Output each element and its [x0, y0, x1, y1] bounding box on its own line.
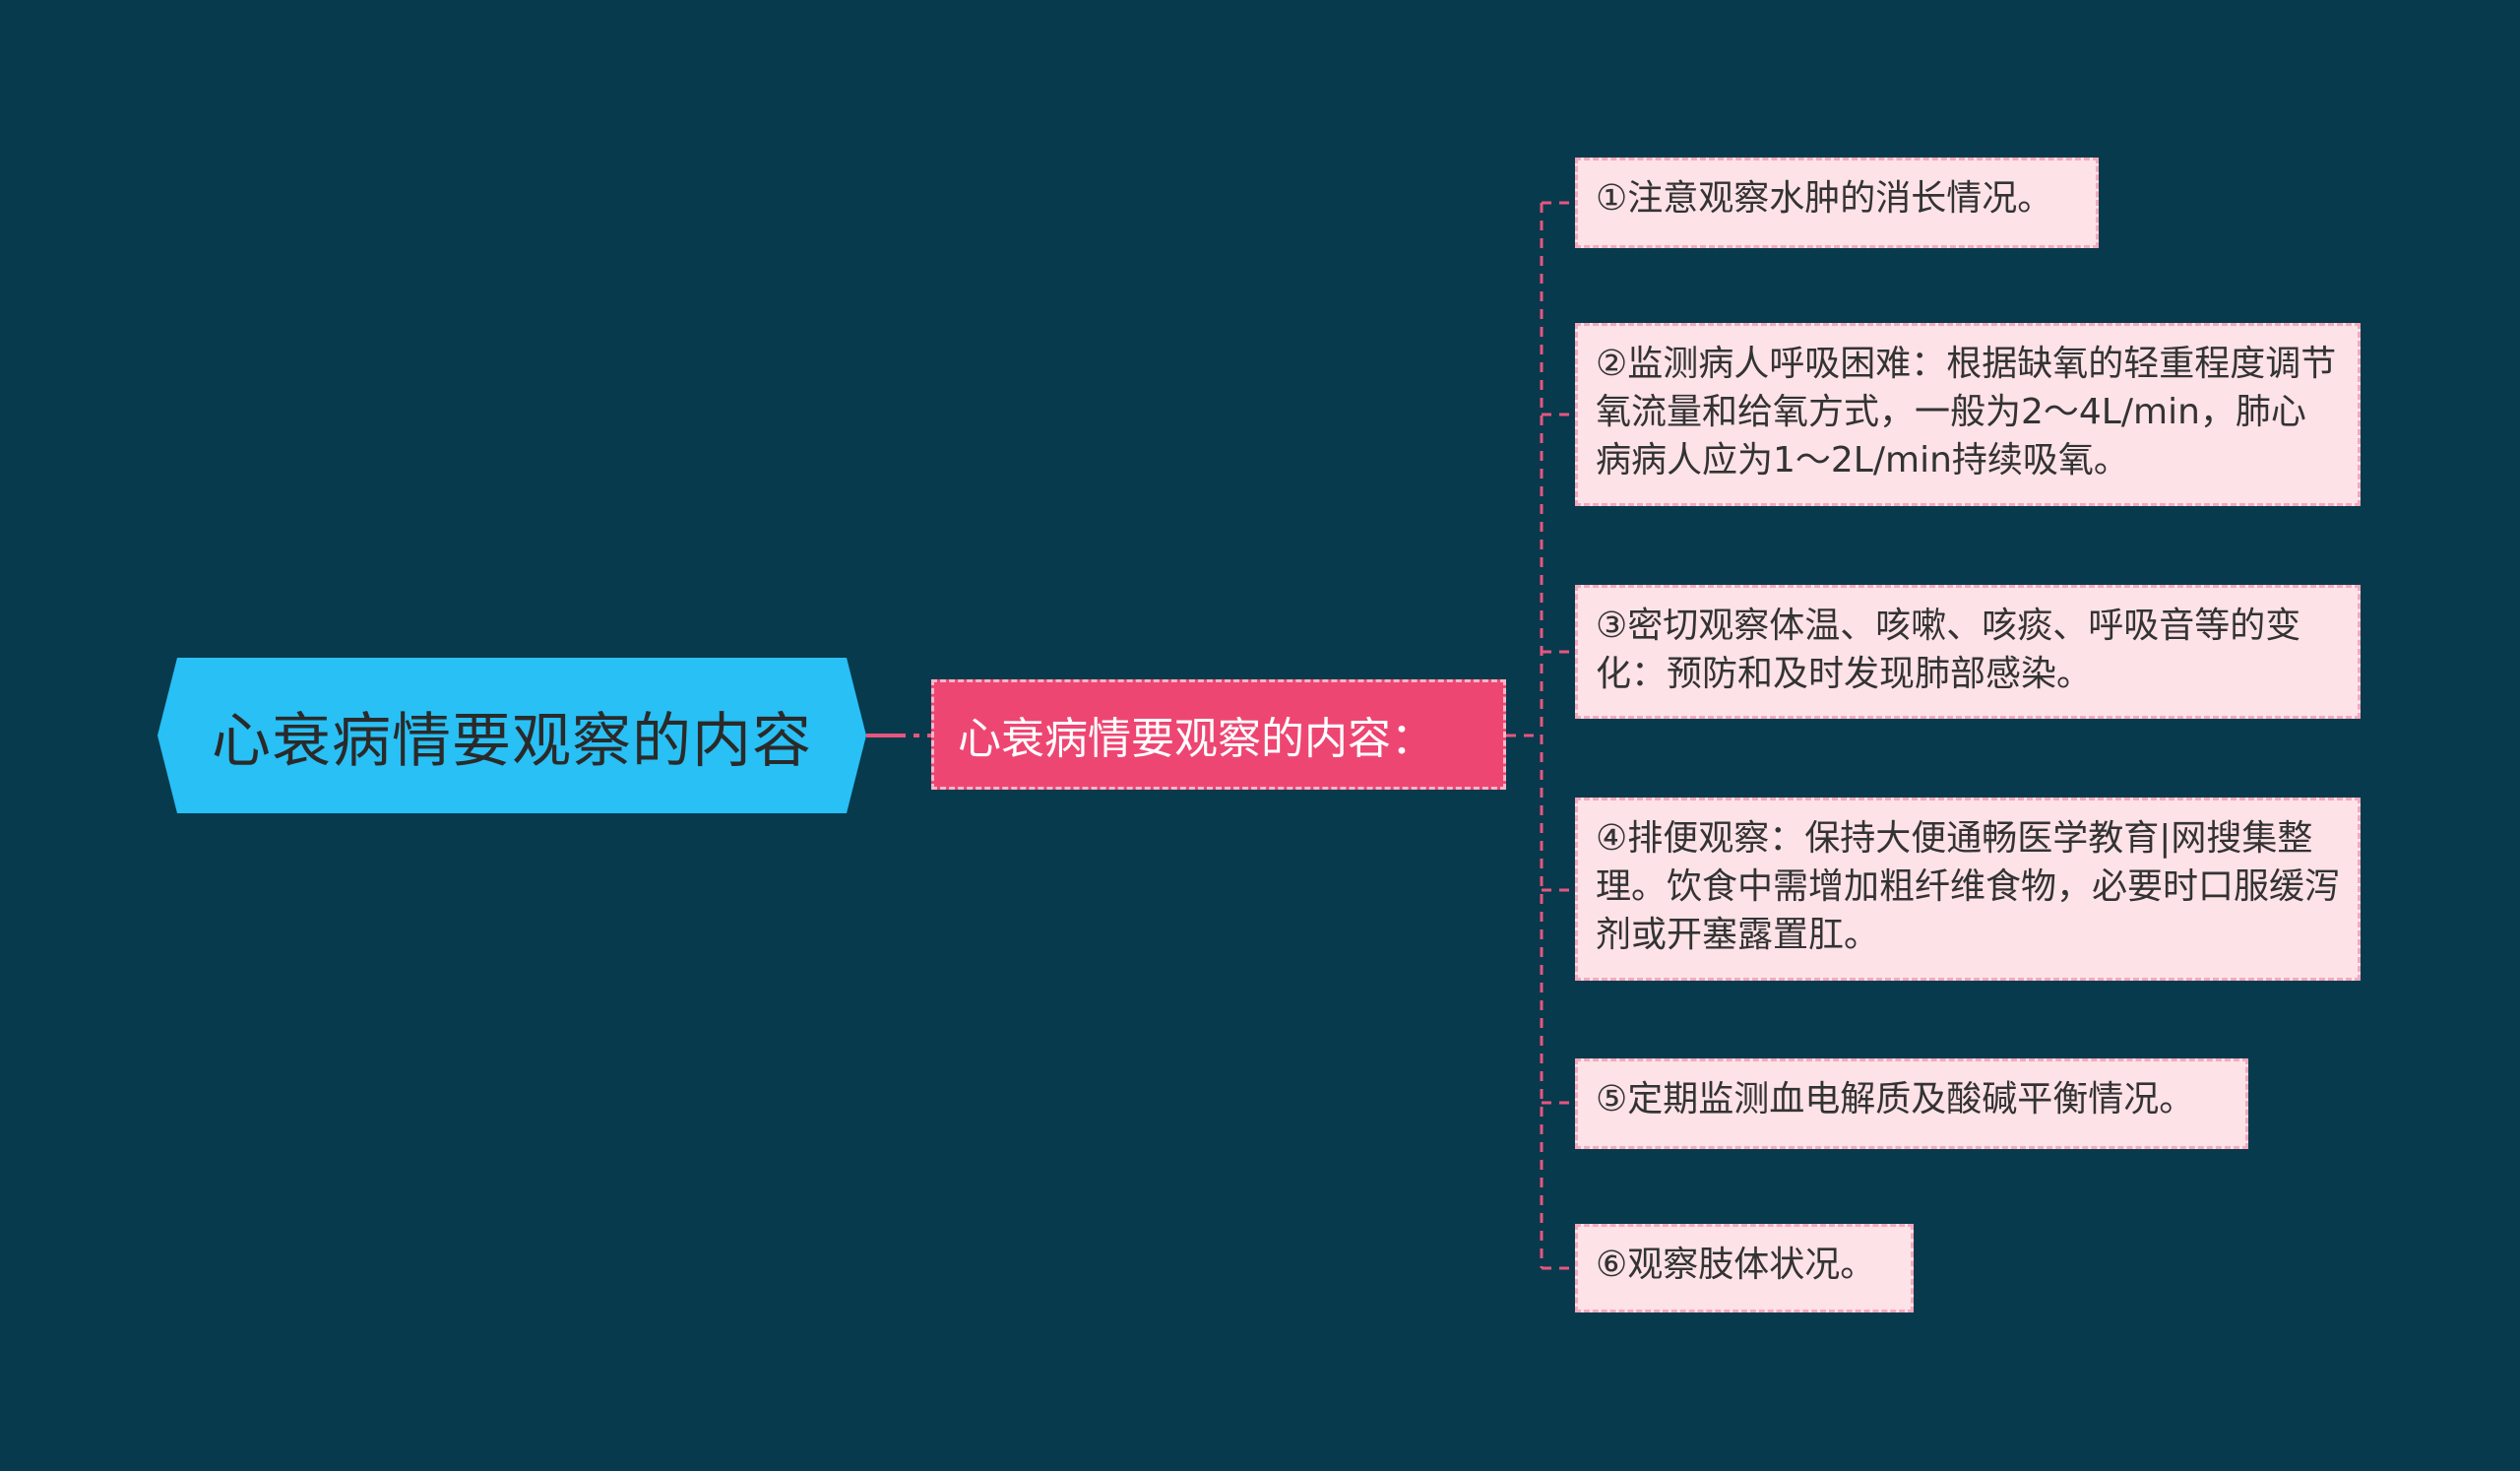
leaf-topic-3-text: ③密切观察体温、咳嗽、咳痰、呼吸音等的变化：预防和及时发现肺部感染。 [1596, 606, 2301, 694]
branch-topic-label: 心衰病情要观察的内容： [958, 714, 1434, 764]
leaf-topic-4[interactable]: ④排便观察：保持大便通畅医学教育|网搜集整理。饮食中需增加粗纤维食物，必要时口服… [1575, 798, 2361, 981]
leaf-topic-2-text: ②监测病人呼吸困难：根据缺氧的轻重程度调节氧流量和给氧方式，一般为2～4L/mi… [1596, 344, 2337, 480]
leaf-topic-2[interactable]: ②监测病人呼吸困难：根据缺氧的轻重程度调节氧流量和给氧方式，一般为2～4L/mi… [1575, 323, 2361, 506]
leaf-topic-1[interactable]: ①注意观察水肿的消长情况。 [1575, 158, 2099, 248]
root-topic-label: 心衰病情要观察的内容 [212, 706, 812, 776]
leaf-topic-6[interactable]: ⑥观察肢体状况。 [1575, 1224, 1914, 1312]
leaf-topic-1-text: ①注意观察水肿的消长情况。 [1596, 178, 2053, 219]
leaf-topic-4-text: ④排便观察：保持大便通畅医学教育|网搜集整理。饮食中需增加粗纤维食物，必要时口服… [1596, 818, 2341, 955]
root-topic[interactable]: 心衰病情要观察的内容 [158, 658, 866, 813]
leaf-topic-5[interactable]: ⑤定期监测血电解质及酸碱平衡情况。 [1575, 1058, 2248, 1149]
leaf-topic-5-text: ⑤定期监测血电解质及酸碱平衡情况。 [1596, 1079, 2195, 1119]
branch-topic[interactable]: 心衰病情要观察的内容： [931, 679, 1506, 790]
leaf-topic-6-text: ⑥观察肢体状况。 [1596, 1245, 1876, 1285]
leaf-topic-3[interactable]: ③密切观察体温、咳嗽、咳痰、呼吸音等的变化：预防和及时发现肺部感染。 [1575, 585, 2361, 719]
